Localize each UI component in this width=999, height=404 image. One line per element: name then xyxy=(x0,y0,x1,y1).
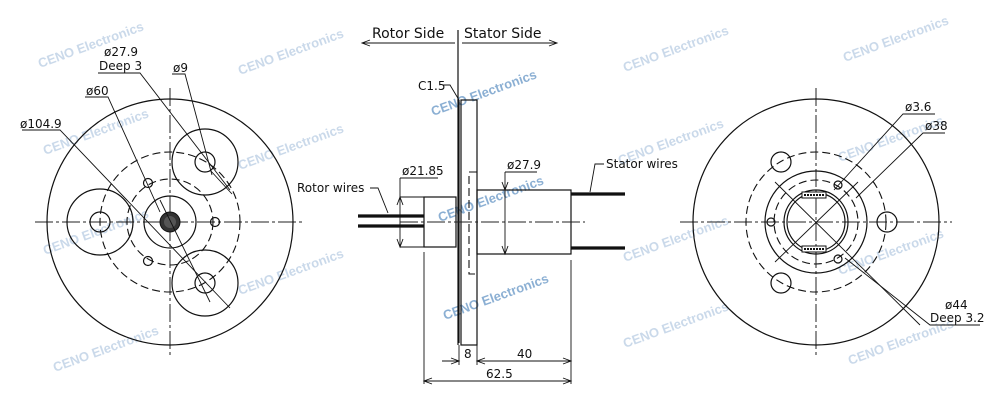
side-view: Rotor Side Stator Side C1.5 Rotor wires … xyxy=(297,26,678,385)
label-rotor-wires: Rotor wires xyxy=(297,181,364,195)
watermark: CENO Electronics xyxy=(236,26,346,78)
label-recess-depth: Deep 3.2 xyxy=(930,311,985,325)
label-hole: ø9 xyxy=(173,61,188,75)
rotor-end-view: ø104.9 ø60 ø27.9 Deep 3 ø9 xyxy=(20,45,305,356)
label-stator-diameter: ø27.9 xyxy=(507,158,541,172)
watermark: CENO Electronics xyxy=(41,106,151,158)
label-rotor-side: Rotor Side xyxy=(372,26,444,42)
label-chamfer: C1.5 xyxy=(418,79,445,93)
label-recess: ø44 xyxy=(945,298,968,312)
watermark: CENO Electronics xyxy=(436,173,546,225)
label-small-hole: ø3.6 xyxy=(905,100,931,114)
watermark: CENO Electronics xyxy=(51,323,161,375)
label-total-length: 62.5 xyxy=(486,367,513,381)
label-stator-side: Stator Side xyxy=(464,26,542,42)
label-flange-thickness: 8 xyxy=(464,347,472,361)
stator-end-view: ø3.6 ø38 ø44 Deep 3.2 xyxy=(680,88,985,358)
label-outer-diameter: ø104.9 xyxy=(20,117,62,131)
label-counterbore-depth: Deep 3 xyxy=(99,59,142,73)
watermark: CENO Electronics xyxy=(236,246,346,298)
label-bolt-circle: ø60 xyxy=(86,84,109,98)
label-inner-circle: ø38 xyxy=(925,119,948,133)
label-stator-wires: Stator wires xyxy=(606,157,678,171)
watermark: CENO Electronics xyxy=(621,213,731,265)
label-counterbore: ø27.9 xyxy=(104,45,138,59)
watermark: CENO Electronics xyxy=(236,121,346,173)
watermark: CENO Electronics xyxy=(621,23,731,75)
label-rotor-diameter: ø21.85 xyxy=(402,164,444,178)
label-stator-length: 40 xyxy=(517,347,532,361)
watermark: CENO Electronics xyxy=(441,271,551,323)
watermark: CENO Electronics xyxy=(841,13,951,65)
watermark: CENO Electronics xyxy=(621,299,731,351)
